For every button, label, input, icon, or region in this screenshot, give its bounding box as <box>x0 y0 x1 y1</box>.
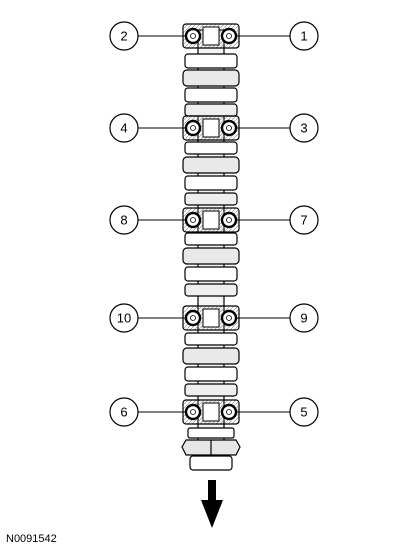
callout-label: 9 <box>300 311 307 326</box>
callout-1: 1 <box>289 21 319 51</box>
callout-label: 10 <box>117 311 131 326</box>
callout-6: 6 <box>109 397 139 427</box>
bolt-head-icon <box>184 27 202 45</box>
bolt-head-icon <box>220 309 238 327</box>
bolt-head-icon <box>220 403 238 421</box>
bearing-cap <box>182 207 240 233</box>
callout-label: 7 <box>300 213 307 228</box>
callout-label: 4 <box>120 121 127 136</box>
leader-lines <box>138 35 290 413</box>
callout-2: 2 <box>109 21 139 51</box>
bearing-cap <box>182 305 240 331</box>
bearing-cap <box>182 23 240 49</box>
bearing-cap <box>182 115 240 141</box>
bearing-caps <box>182 23 240 425</box>
callout-3: 3 <box>289 113 319 143</box>
callout-label: 1 <box>300 29 307 44</box>
callout-10: 10 <box>109 303 139 333</box>
camshaft <box>181 29 241 471</box>
callout-label: 2 <box>120 29 127 44</box>
bolt-head-icon <box>220 27 238 45</box>
callout-4: 4 <box>109 113 139 143</box>
callout-5: 5 <box>289 397 319 427</box>
callout-label: 6 <box>120 405 127 420</box>
bolt-head-icon <box>184 309 202 327</box>
callout-9: 9 <box>289 303 319 333</box>
callout-label: 3 <box>300 121 307 136</box>
bolt-head-icon <box>184 211 202 229</box>
down-arrow-icon <box>201 480 223 528</box>
bearing-cap <box>182 399 240 425</box>
callout-label: 8 <box>120 213 127 228</box>
bolt-head-icon <box>184 403 202 421</box>
callout-7: 7 <box>289 205 319 235</box>
callouts: 2 1 4 3 8 7 10 9 6 5 <box>109 21 319 427</box>
bolt-head-icon <box>184 119 202 137</box>
bolt-head-icon <box>220 211 238 229</box>
reference-code: N0091542 <box>6 533 57 545</box>
callout-label: 5 <box>300 405 307 420</box>
bolt-head-icon <box>220 119 238 137</box>
callout-8: 8 <box>109 205 139 235</box>
